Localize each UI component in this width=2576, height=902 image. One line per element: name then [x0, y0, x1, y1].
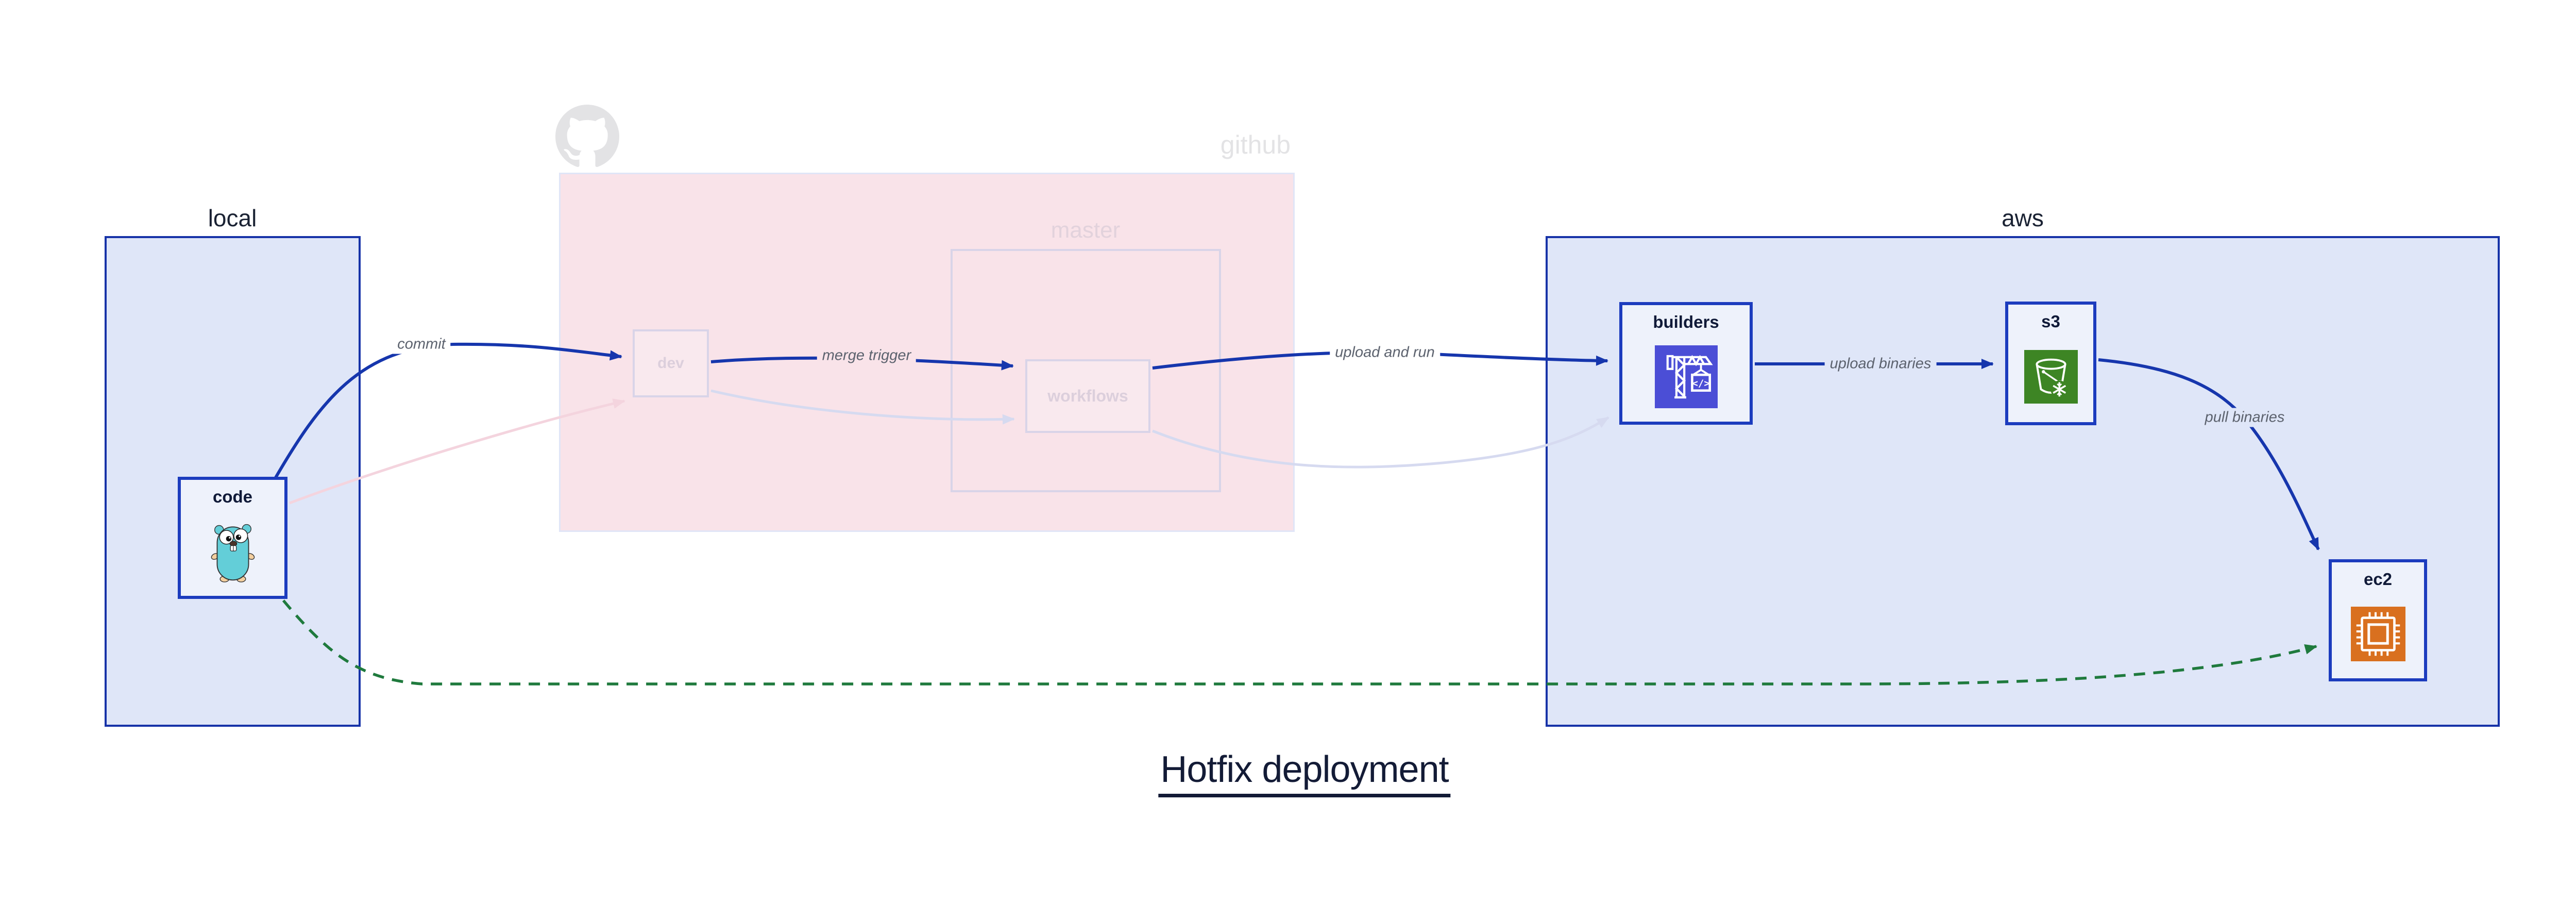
edge-code-to-dev-faded: [289, 398, 625, 505]
edge-dev-to-workflows-faded: [710, 389, 1015, 425]
edge-upload-and-run: [1152, 350, 1608, 370]
edge-pull-binaries: [2098, 358, 2320, 550]
edge-workflows-to-builders-faded: [1152, 416, 1609, 469]
edge-hotfix-dashed: [282, 599, 2317, 686]
edge-commit: [273, 342, 622, 480]
edge-merge-trigger: [710, 356, 1014, 371]
master-branch-box: [951, 249, 1221, 492]
